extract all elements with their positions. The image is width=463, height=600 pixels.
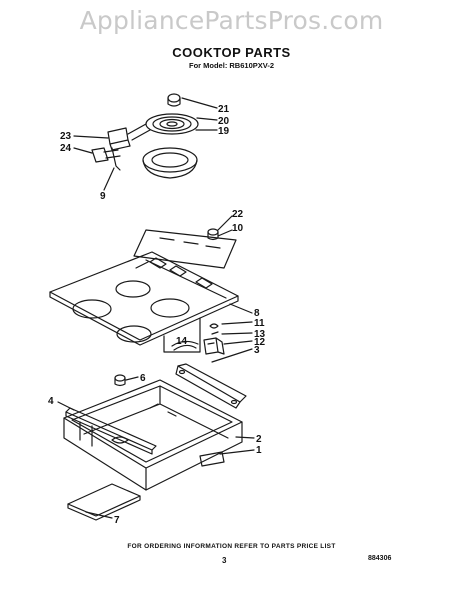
callout-21: 21: [218, 104, 230, 115]
control-knob: [114, 374, 126, 387]
callout-8: 8: [254, 308, 260, 319]
callout-22: 22: [232, 209, 244, 220]
callout-2: 2: [256, 434, 262, 445]
mounting-bracket: [175, 363, 247, 409]
model-label: For Model: RB610PXV-2: [188, 61, 275, 70]
cooktop-main-top: [49, 251, 239, 346]
indicator-light: [207, 228, 219, 236]
watermark: AppliancePartsPros.com: [79, 6, 384, 35]
infinite-switch: [203, 337, 225, 355]
control-panel: [133, 228, 237, 269]
burner-opening-front-right: [116, 325, 152, 343]
callout-4: 4: [48, 396, 54, 407]
callout-6: 6: [140, 373, 146, 384]
receptacle-assembly: [91, 127, 131, 171]
callout-7: 7: [114, 515, 120, 526]
callout-10: 10: [232, 223, 244, 234]
callout-13: 13: [254, 329, 266, 340]
callout-3: 3: [254, 345, 260, 356]
callout-24: 24: [60, 143, 72, 154]
burner-opening-rear-right: [150, 298, 190, 318]
document-id: 884306: [368, 555, 392, 562]
bottom-shield: [67, 483, 141, 521]
diagram-title: COOKTOP PARTS: [172, 45, 291, 60]
callout-1: 1: [256, 445, 262, 456]
drip-bowl: [142, 147, 198, 173]
burner-opening-rear-left: [115, 280, 151, 298]
ordering-note: FOR ORDERING INFORMATION REFER TO PARTS …: [127, 543, 336, 550]
callout-12: 12: [254, 337, 266, 348]
callout-20: 20: [218, 116, 230, 127]
callout-9: 9: [100, 191, 106, 202]
callout-11: 11: [254, 318, 265, 329]
cooktop-chassis: [63, 379, 243, 491]
callout-19: 19: [218, 126, 230, 137]
callout-23: 23: [60, 131, 72, 142]
surface-element-assembly: [127, 93, 199, 179]
knob-cap: [167, 93, 181, 103]
burner-opening-front-left: [72, 299, 112, 319]
callout-14: 14: [176, 336, 188, 347]
page-number: 3: [222, 556, 227, 565]
callout-labels: 21 20 19 23 24 9 22 10 8 11 13 12 3 14 6…: [48, 104, 266, 526]
